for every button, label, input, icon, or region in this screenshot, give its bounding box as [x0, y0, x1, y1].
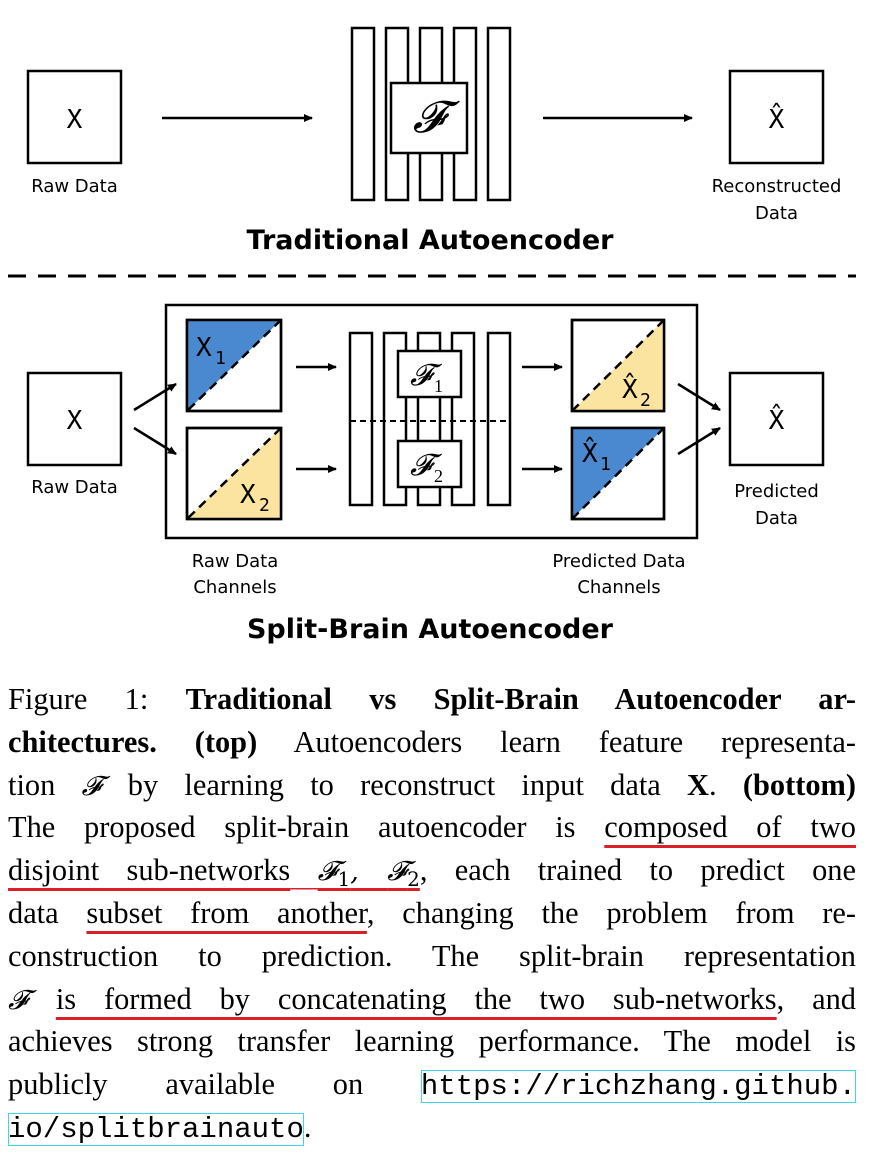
pred-1-symbol: X̂	[582, 435, 598, 469]
caption-text: , each trained to predict one	[419, 853, 856, 888]
caption-text: , and	[776, 981, 856, 1016]
raw-data-label-2: Raw Data	[31, 477, 118, 498]
caption-text: Autoencoders learn feature representa-	[293, 724, 856, 759]
caption-top-tag: (top)	[194, 724, 258, 759]
f-symbol: 𝓕	[81, 770, 102, 802]
project-url-link[interactable]: https://richzhang.github.	[420, 1070, 856, 1104]
highlight-underline: disjoint sub-networks 𝓕1, 𝓕2	[8, 853, 420, 892]
predicted-label-1: Predicted	[734, 481, 819, 502]
caption-text: construction to prediction. The split-br…	[8, 938, 856, 973]
caption-text: .	[303, 1109, 312, 1144]
arrow-split-down	[133, 426, 177, 456]
caption-text: The proposed split-brain autoencoder is	[8, 810, 576, 845]
caption-text: disjoint sub-networks	[8, 853, 291, 888]
raw-channel-2: X 2	[185, 426, 283, 521]
figure-label: Figure 1:	[8, 682, 149, 716]
split-brain-title: Split-Brain Autoencoder	[247, 614, 614, 645]
highlight-underline: is formed by concatenating the two sub-n…	[55, 981, 777, 1016]
caption-text: data	[8, 895, 59, 930]
caption-text: by learning to reconstruct input data	[127, 767, 661, 802]
reconstructed-box	[728, 69, 825, 165]
encoder-box	[389, 81, 469, 155]
caption-text: achieves strong transfer learning perfor…	[8, 1024, 856, 1059]
reconstructed-label-2: Data	[755, 203, 798, 224]
split-brain-autoencoder: X Raw Data X 1 X 2	[26, 303, 825, 645]
raw-channels-label-2: Channels	[193, 577, 276, 598]
pred-1-sub: 1	[600, 454, 611, 475]
raw-data-symbol: X	[67, 105, 83, 135]
project-url-link-2[interactable]: io/splitbrainauto	[8, 1112, 304, 1146]
encoder-network: 𝓕	[350, 26, 512, 202]
pred-channels-label-1: Predicted Data	[552, 551, 685, 572]
highlight-underline: composed of two	[604, 810, 856, 845]
pred-2-sub: 2	[640, 390, 651, 411]
encoder-1-sub: 1	[434, 376, 443, 396]
channel-2-sub: 2	[259, 495, 270, 516]
caption-text: , changing the problem from re-	[366, 895, 856, 930]
split-brain-frame	[164, 303, 699, 540]
predicted-channel-1: X̂ 1	[570, 426, 666, 521]
caption-text: tion	[8, 767, 56, 802]
reconstructed-symbol: X̂	[769, 101, 785, 135]
f-glyph: 𝓕	[317, 856, 338, 888]
figure-caption: Figure 1: Traditional vs Split-Brain Aut…	[8, 678, 856, 1149]
pred-channels-label-2: Channels	[577, 577, 660, 598]
encoder-2-box	[396, 439, 463, 489]
raw-data-label: Raw Data	[31, 176, 118, 197]
predicted-label-2: Data	[755, 508, 798, 529]
predicted-box	[728, 371, 825, 467]
f2-sub: 2	[407, 867, 420, 892]
caption-bottom-tag: (bottom)	[742, 767, 856, 802]
arrow-merge-up	[677, 382, 721, 412]
f-glyph: 𝓕	[387, 856, 408, 888]
arrow-merge-down	[677, 426, 721, 456]
raw-channels-label-1: Raw Data	[192, 551, 279, 572]
caption-text: .	[709, 767, 717, 802]
caption-text: publicly available on	[8, 1067, 364, 1102]
traditional-autoencoder: X Raw Data 𝓕 X̂ Reconstructed Data Tradi…	[26, 26, 842, 256]
pred-2-symbol: X̂	[622, 371, 638, 405]
highlight-underline: subset from another	[86, 895, 367, 930]
traditional-title: Traditional Autoencoder	[247, 225, 615, 256]
raw-data-box	[26, 69, 123, 165]
arrow-split-up	[133, 382, 177, 412]
raw-data-symbol-2: X	[67, 406, 83, 436]
f-symbol: 𝓕	[8, 984, 28, 1016]
encoder-1-box	[396, 349, 463, 399]
figure-diagram: X Raw Data 𝓕 X̂ Reconstructed Data Tradi…	[8, 26, 856, 645]
f1-symbol: 𝓕1, 𝓕2	[317, 856, 420, 892]
channel-2-symbol: X	[240, 480, 256, 510]
caption-title-a: Traditional vs Split-Brain Autoencoder a…	[185, 682, 856, 716]
caption-title-b: chitectures.	[8, 724, 157, 759]
predicted-symbol: X̂	[769, 402, 785, 436]
reconstructed-label-1: Reconstructed	[712, 176, 842, 197]
predicted-channel-2: X̂ 2	[570, 318, 666, 413]
encoder-2-sub: 2	[434, 466, 443, 486]
f1-sub: 1	[337, 867, 351, 892]
raw-data-box-2	[26, 371, 123, 467]
raw-channel-1: X 1	[185, 318, 283, 413]
channel-1-symbol: X	[196, 333, 212, 363]
split-encoder-network: 𝓕 1 𝓕 2	[348, 331, 512, 507]
x-symbol: X	[687, 767, 709, 802]
channel-1-sub: 1	[215, 348, 226, 369]
